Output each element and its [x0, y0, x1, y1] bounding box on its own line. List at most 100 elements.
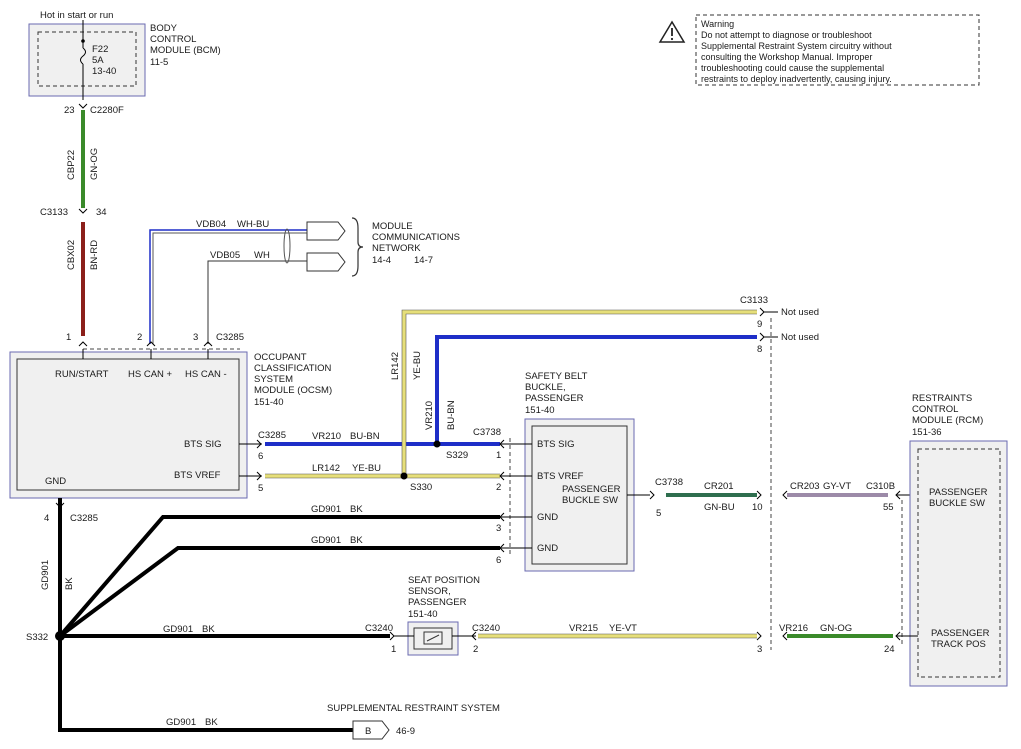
splice-s332 [55, 631, 65, 641]
ocsm-name: CLASSIFICATION [254, 363, 332, 374]
splice-s329 [433, 440, 441, 448]
bcm-name: CONTROL [150, 34, 196, 45]
warning-line: Do not attempt to diagnose or troublesho… [701, 30, 872, 40]
connector-chevron-icon [756, 631, 762, 641]
buckle-box [524, 418, 635, 572]
warning-line: consulting the Workshop Manual. Improper [701, 52, 872, 62]
buckle-sw-label: BUCKLE SW [562, 495, 618, 506]
warning-line: restraints to deploy inadvertently, caus… [701, 74, 892, 84]
ocsm-c3285-a: C3285 [258, 430, 286, 441]
gd901-label: GD901 [163, 624, 193, 635]
ocsm-name: SYSTEM [254, 374, 293, 385]
vdb05-circuit: VDB05 [210, 250, 240, 261]
gd901-label: GD901 [311, 535, 341, 546]
fuse-ref: 13-40 [92, 66, 116, 77]
ocsm-pin6: 6 [258, 451, 263, 462]
c3133-connector: C3133 [40, 207, 68, 218]
twisted-pair-icon [283, 228, 291, 264]
buckle-bts-sig: BTS SIG [537, 439, 574, 450]
sensor-ref: 151-40 [408, 609, 438, 620]
vr216-color: GN-OG [820, 623, 852, 634]
network-ref: 14-7 [414, 255, 433, 266]
sensor-c3240-left: C3240 [365, 623, 393, 634]
buckle-bts-vref: BTS VREF [537, 471, 584, 482]
bk-label: BK [350, 535, 363, 546]
c3133-pin: 34 [96, 207, 107, 218]
buckle-out-connector: C3738 [655, 477, 683, 488]
fuse-amp: 5A [92, 55, 104, 66]
connector-chevron-icon [649, 490, 655, 500]
connector-chevron-icon [78, 208, 88, 214]
c3133-pin8: 8 [757, 344, 762, 355]
buckle-pin3: 3 [496, 523, 501, 534]
network-name: NETWORK [372, 243, 421, 254]
bk-label: BK [202, 624, 215, 635]
sensor-name: PASSENGER [408, 597, 467, 608]
splice-s330 [400, 472, 408, 480]
splice-s330-label: S330 [410, 482, 432, 493]
buckle-connector: C3738 [473, 427, 501, 438]
hot-label: Hot in start or run [40, 10, 113, 21]
ocsm-pin: 1 [66, 332, 71, 343]
ocsm-connector-top: C3285 [216, 332, 244, 343]
connector-chevron-icon [759, 307, 765, 317]
bcm-pin: 23 [64, 105, 75, 116]
gd901-label: GD901 [311, 504, 341, 515]
connector-chevron-icon [756, 490, 762, 500]
ocsm-pin: 2 [137, 332, 142, 343]
vr210-vertical-circuit: VR210 [424, 401, 435, 430]
connector-chevron-icon [471, 631, 477, 641]
splice-s332-label: S332 [26, 632, 48, 643]
cr201-color: GN-BU [704, 502, 735, 513]
vr215-pin: 3 [757, 644, 762, 655]
wire-gd901-to-gnd2 [58, 546, 500, 638]
gd901-vertical-circuit: GD901 [40, 560, 51, 590]
vr215-color: YE-VT [609, 623, 637, 634]
wire-vdb04 [149, 229, 307, 344]
bcm-inner [37, 31, 137, 87]
buckle-sw-label: PASSENGER [562, 484, 621, 495]
ocsm-pin: 3 [193, 332, 198, 343]
rcm-sw-label: PASSENGER [929, 487, 988, 498]
rcm-name: CONTROL [912, 404, 958, 415]
network-name: MODULE [372, 221, 413, 232]
rcm-box [909, 440, 1008, 687]
bcm-connector: C2280F [90, 105, 124, 116]
connector-chevron-icon [78, 103, 88, 109]
lr142-vertical-circuit: LR142 [390, 352, 401, 380]
connector-chevron-icon [782, 490, 788, 500]
cr203-color: GY-VT [823, 481, 851, 492]
bcm-box [28, 23, 146, 97]
ocsm-hs-can-minus: HS CAN - [185, 369, 227, 380]
wire-cbx02-color: BN-RD [89, 240, 100, 270]
ocsm-bts-sig: BTS SIG [184, 439, 221, 450]
ocsm-box [9, 351, 248, 499]
network-ref: 14-4 [372, 255, 391, 266]
network-connector-icon [306, 252, 346, 272]
c3133-pin9: 9 [757, 319, 762, 330]
warning-box [695, 14, 980, 86]
fuse-label: F22 [92, 44, 108, 55]
buckle-ref: 151-40 [525, 405, 555, 416]
vdb04-color: WH-BU [237, 219, 269, 230]
wire-gd901-to-srs [58, 636, 353, 732]
buckle-gnd: GND [537, 512, 558, 523]
vr215-circuit: VR215 [569, 623, 598, 634]
cr203-circuit: CR203 [790, 481, 820, 492]
bcm-ref: 11-5 [150, 57, 168, 68]
ocsm-c3285-b: C3285 [70, 513, 98, 524]
splice-s329-label: S329 [446, 450, 468, 461]
ocsm-bts-vref: BTS VREF [174, 470, 221, 481]
rcm-name: RESTRAINTS [912, 393, 972, 404]
wire-cbp22-circuit: CBP22 [66, 150, 77, 180]
connector-chevron-icon [782, 631, 788, 641]
ocsm-hs-can-plus: HS CAN + [128, 369, 173, 380]
rcm-name: MODULE (RCM) [912, 415, 983, 426]
sensor-name: SENSOR, [408, 586, 451, 597]
vr210-vertical-color: BU-BN [446, 400, 457, 430]
wire-lr142-vertical [402, 310, 757, 476]
lr142-color: YE-BU [352, 463, 381, 474]
srs-connector-letter: B [365, 726, 371, 737]
warning-triangle-icon [658, 20, 686, 43]
ocsm-inner [16, 358, 240, 491]
